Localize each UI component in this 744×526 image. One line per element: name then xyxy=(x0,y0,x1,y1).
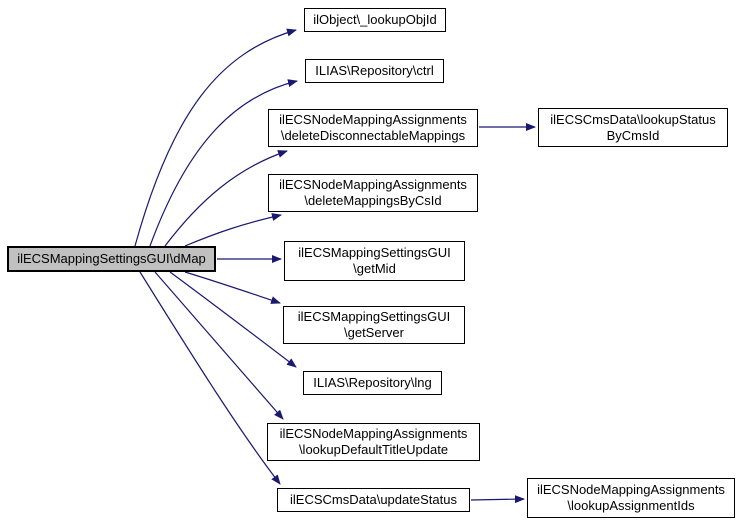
node-label: \deleteDisconnectableMappings xyxy=(280,128,466,143)
node-label: ilObject\_lookupObjId xyxy=(313,12,437,27)
edge-dmap-to-lookup-default-title-update xyxy=(154,271,284,420)
node-label: ILIAS\Repository\ctrl xyxy=(315,63,434,78)
edge-dmap-to-update-status xyxy=(139,271,281,485)
node-lookup-default-title-update[interactable]: ilECSNodeMappingAssignments \lookupDefau… xyxy=(267,423,480,461)
edge-dmap-to-repository-ctrl xyxy=(149,79,298,247)
edge-dmap-to-delete-mappings-by-cs-id xyxy=(184,213,282,247)
node-label: ilECSMappingSettingsGUI xyxy=(298,245,451,260)
edge-dmap-to-get-server xyxy=(184,271,281,304)
node-lookup-obj-id[interactable]: ilObject\_lookupObjId xyxy=(304,8,446,32)
node-delete-mappings-by-cs-id[interactable]: ilECSNodeMappingAssignments \deleteMappi… xyxy=(268,174,478,212)
node-label: ilECSNodeMappingAssignments xyxy=(537,482,725,497)
node-get-mid[interactable]: ilECSMappingSettingsGUI \getMid xyxy=(284,241,465,281)
node-label: ilECSNodeMappingAssignments xyxy=(279,426,468,441)
node-label: \getMid xyxy=(353,261,396,276)
node-label: ilECSCmsData\lookupStatus xyxy=(550,111,716,127)
node-label: ilECSCmsData\updateStatus xyxy=(290,492,457,507)
node-update-status[interactable]: ilECSCmsData\updateStatus xyxy=(277,488,470,512)
node-label: \deleteMappingsByCsId xyxy=(304,193,442,208)
node-label: ilECSNodeMappingAssignments xyxy=(279,112,467,127)
node-lookup-assignment-ids[interactable]: ilECSNodeMappingAssignments \lookupAssig… xyxy=(527,478,735,518)
node-label: ilECSNodeMappingAssignments xyxy=(279,177,467,192)
node-repository-ctrl[interactable]: ILIAS\Repository\ctrl xyxy=(305,59,444,83)
node-dmap: ilECSMappingSettingsGUI\dMap xyxy=(7,246,216,272)
node-delete-disconnectable-mappings[interactable]: ilECSNodeMappingAssignments \deleteDisco… xyxy=(268,109,478,147)
node-label: \getServer xyxy=(344,325,404,340)
edge-update-status-to-lookup-assignment-ids xyxy=(470,495,525,504)
node-label: \lookupAssignmentIds xyxy=(567,498,695,513)
node-repository-lng[interactable]: ILIAS\Repository\lng xyxy=(303,371,442,395)
node-lookup-status-by-cms-id[interactable]: ilECSCmsData\lookupStatus ByCmsId xyxy=(538,108,728,147)
node-label: ILIAS\Repository\lng xyxy=(313,375,432,390)
node-label: ilECSMappingSettingsGUI\dMap xyxy=(17,251,206,266)
edge-dmap-to-repository-lng xyxy=(169,271,297,368)
node-label: \lookupDefaultTitleUpdate xyxy=(298,442,449,457)
node-label: ByCmsId xyxy=(606,127,660,143)
node-label: ilECSMappingSettingsGUI xyxy=(297,309,451,324)
node-get-server[interactable]: ilECSMappingSettingsGUI \getServer xyxy=(283,306,465,344)
